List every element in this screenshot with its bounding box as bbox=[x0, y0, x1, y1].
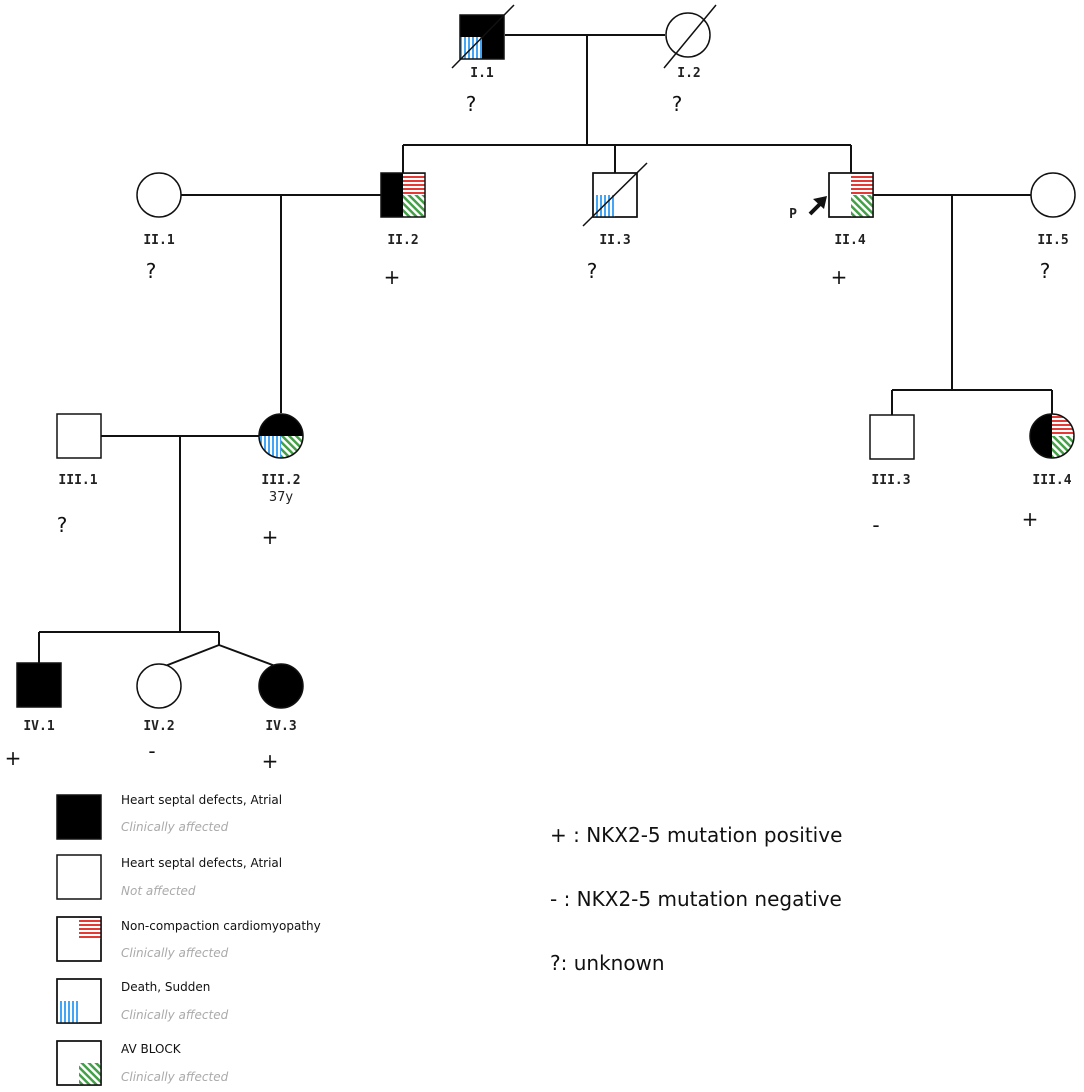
legend-item-av-block: AV BLOCK Clinically affected bbox=[56, 1040, 229, 1086]
label-II3: II.3 bbox=[599, 233, 630, 248]
label-II4: II.4 bbox=[834, 233, 865, 248]
mutation-key: + : NKX2-5 mutation positive - : NKX2-5 … bbox=[550, 823, 842, 975]
legend-item-ncc: Non-compaction cardiomyopathy Clinically… bbox=[56, 916, 321, 962]
svg-text:Clinically affected: Clinically affected bbox=[121, 820, 229, 834]
legend-item-asd-affected: Heart septal defects, Atrial Clinically … bbox=[56, 793, 282, 840]
status-III1: ? bbox=[57, 513, 68, 537]
label-III3: III.3 bbox=[871, 473, 910, 488]
proband-arrow-icon bbox=[808, 196, 827, 216]
status-I2: ? bbox=[672, 92, 683, 116]
individual-IV1[interactable] bbox=[16, 662, 62, 708]
label-II2: II.2 bbox=[387, 233, 418, 248]
label-IV2: IV.2 bbox=[143, 719, 174, 734]
individual-II2[interactable] bbox=[380, 172, 426, 218]
status-II1: ? bbox=[146, 259, 157, 283]
individual-IV3[interactable] bbox=[258, 663, 304, 709]
individual-II4[interactable] bbox=[828, 172, 874, 218]
svg-text:AV BLOCK: AV BLOCK bbox=[121, 1042, 182, 1056]
status-II4: + bbox=[831, 265, 848, 289]
proband-marker: P bbox=[789, 207, 797, 222]
status-IV3: + bbox=[262, 749, 279, 773]
svg-text:Clinically affected: Clinically affected bbox=[121, 946, 229, 960]
key-negative: - : NKX2-5 mutation negative bbox=[550, 887, 842, 911]
individual-II1[interactable] bbox=[136, 172, 182, 218]
svg-text:Clinically affected: Clinically affected bbox=[121, 1070, 229, 1084]
label-III4: III.4 bbox=[1032, 473, 1071, 488]
svg-text:Clinically affected: Clinically affected bbox=[121, 1008, 229, 1022]
label-II1: II.1 bbox=[143, 233, 174, 248]
label-IV3: IV.3 bbox=[265, 719, 296, 734]
status-III4: + bbox=[1022, 507, 1039, 531]
individual-III3[interactable] bbox=[869, 414, 915, 460]
legend-item-sudden-death: Death, Sudden Clinically affected bbox=[56, 978, 229, 1024]
label-IV1: IV.1 bbox=[23, 719, 54, 734]
status-II2: + bbox=[384, 265, 401, 289]
key-unknown: ?: unknown bbox=[550, 951, 665, 975]
status-IV1: + bbox=[5, 746, 22, 770]
label-I2: I.2 bbox=[677, 66, 700, 81]
status-III3: - bbox=[872, 513, 879, 537]
status-II5: ? bbox=[1040, 259, 1051, 283]
status-II3: ? bbox=[587, 259, 598, 283]
svg-text:Heart septal defects, Atrial: Heart septal defects, Atrial bbox=[121, 856, 282, 870]
individual-III2[interactable] bbox=[258, 413, 304, 459]
individual-IV2[interactable] bbox=[136, 663, 182, 709]
label-I1: I.1 bbox=[470, 66, 494, 81]
individual-II3[interactable] bbox=[582, 162, 648, 227]
svg-text:Heart septal defects, Atrial: Heart septal defects, Atrial bbox=[121, 793, 282, 807]
individual-III4[interactable] bbox=[1029, 413, 1075, 459]
individual-I1[interactable] bbox=[451, 4, 515, 69]
age-III2: 37y bbox=[269, 490, 294, 505]
label-II5: II.5 bbox=[1037, 233, 1068, 248]
individual-I2[interactable] bbox=[663, 4, 717, 69]
pedigree-lines bbox=[38, 34, 1053, 669]
status-III2: + bbox=[262, 525, 279, 549]
svg-text:Non-compaction cardiomyopathy: Non-compaction cardiomyopathy bbox=[121, 919, 321, 933]
status-I1: ? bbox=[466, 92, 477, 116]
individual-III1[interactable] bbox=[56, 413, 102, 459]
status-IV2: - bbox=[148, 739, 155, 763]
individual-II5[interactable] bbox=[1030, 172, 1076, 218]
legend-item-asd-not-affected: Heart septal defects, Atrial Not affecte… bbox=[56, 854, 282, 900]
svg-text:Death, Sudden: Death, Sudden bbox=[121, 980, 210, 994]
svg-text:Not affected: Not affected bbox=[121, 884, 196, 898]
label-III1: III.1 bbox=[58, 473, 97, 488]
label-III2: III.2 bbox=[261, 473, 300, 488]
legend: Heart septal defects, Atrial Clinically … bbox=[56, 793, 321, 1086]
key-positive: + : NKX2-5 mutation positive bbox=[550, 823, 842, 847]
